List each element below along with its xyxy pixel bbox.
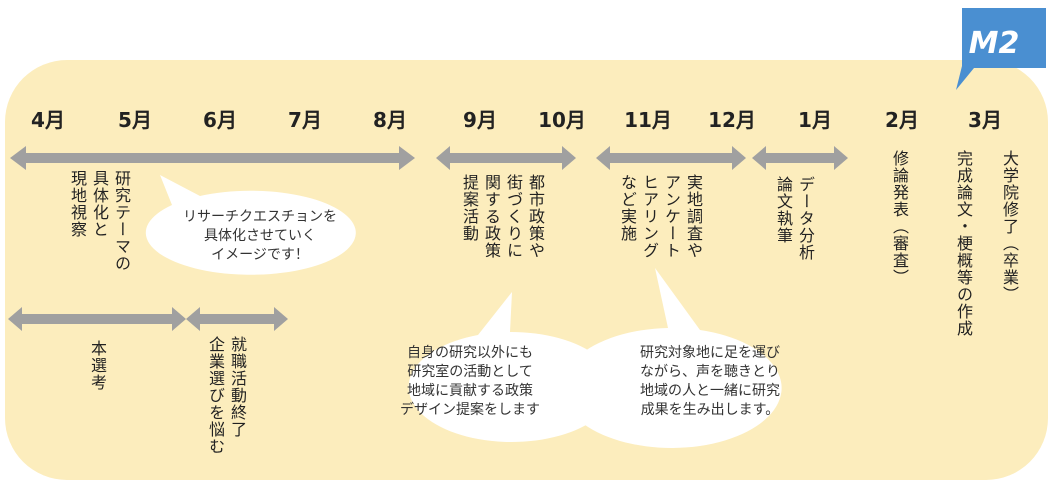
activity-line: 論文執筆 <box>774 176 793 244</box>
bubble-text-policy-proposal: 自身の研究以外にも 研究室の活動として 地域に貢献する政策 デザイン提案をします <box>365 344 575 420</box>
month-label: 1月 <box>798 108 832 132</box>
bubble-line: 地域の人と一緒に研究 <box>640 383 780 399</box>
activity-field-survey: 実地調査や アンケート ヒアリング など実施 <box>616 174 704 259</box>
activity-line: 就職活動終了 <box>228 336 247 438</box>
activity-research-theme: 研究テーマの 具体化と 現地視察 <box>66 170 132 272</box>
activity-job-hunting: 就職活動終了 企業選びを悩む <box>204 336 248 455</box>
activity-line: 実地調査や <box>684 174 703 259</box>
double-arrow <box>436 146 576 170</box>
month-label: 4月 <box>31 108 65 132</box>
bubble-line: 自身の研究以外にも <box>407 345 533 361</box>
month-label: 8月 <box>373 108 407 132</box>
month-label: 3月 <box>968 108 1002 132</box>
double-arrow <box>10 146 415 170</box>
activity-line: 修論発表（審査） <box>890 150 909 286</box>
activity-final-selection: 本選考 <box>86 340 108 391</box>
bubble-line: 成果を生み出します。 <box>640 402 780 418</box>
bubble-line: 研究対象地に足を運び <box>640 345 780 361</box>
month-label: 6月 <box>203 108 237 132</box>
speech-bubble-fieldwork <box>561 268 782 448</box>
month-label: 2月 <box>885 108 919 132</box>
activity-line: 企業選びを悩む <box>206 336 225 455</box>
activity-line: 本選考 <box>88 340 107 391</box>
activity-line: 研究テーマの <box>112 170 131 272</box>
activity-line: 大学院修了（卒業） <box>1000 150 1019 303</box>
month-label: 7月 <box>288 108 322 132</box>
bubble-line: 研究室の活動として <box>407 364 533 380</box>
activity-line: 現地視察 <box>68 170 87 238</box>
bubble-line: リサーチクエスチョンを <box>183 209 337 225</box>
speech-bubble-policy-proposal <box>408 292 615 442</box>
activity-thesis-defense: 修論発表（審査） <box>888 150 910 286</box>
bubble-line: ながら、声を聴きとり <box>640 364 780 380</box>
double-arrow <box>186 307 288 331</box>
activity-line: ヒアリング <box>640 174 659 259</box>
month-label: 9月 <box>463 108 497 132</box>
double-arrow <box>752 146 848 170</box>
month-label: 11月 <box>624 108 672 132</box>
activity-line: 都市政策や <box>526 174 545 259</box>
bubble-text-fieldwork: 研究対象地に足を運び ながら、声を聴きとり 地域の人と一緒に研究 成果を生み出し… <box>600 344 820 420</box>
activity-line: 提案活動 <box>460 174 479 242</box>
bubble-line: デザイン提案をします <box>400 402 540 418</box>
bubble-text-research-question: リサーチクエスチョンを 具体化させていく イメージです！ <box>150 208 370 265</box>
activity-graduation: 大学院修了（卒業） <box>998 150 1020 303</box>
m2-badge-label: M2 <box>968 26 1020 61</box>
speech-bubble-research-question <box>145 175 356 275</box>
m2-badge-shape <box>956 8 1046 90</box>
month-label: 12月 <box>708 108 756 132</box>
double-arrow <box>8 307 186 331</box>
activity-line: 関する政策 <box>482 174 501 259</box>
activity-analysis-writing: データ分析 論文執筆 <box>772 176 816 261</box>
activity-line: データ分析 <box>796 176 815 261</box>
month-label: 10月 <box>538 108 586 132</box>
activity-final-paper: 完成論文・梗概等の作成 <box>952 150 974 337</box>
double-arrow <box>596 146 746 170</box>
activity-line: 具体化と <box>90 170 109 238</box>
activity-line: アンケート <box>662 174 681 259</box>
bubble-line: 地域に貢献する政策 <box>407 383 533 399</box>
activity-line: など実施 <box>618 174 637 242</box>
bubble-line: イメージです！ <box>211 247 309 263</box>
activity-line: 完成論文・梗概等の作成 <box>954 150 973 337</box>
activity-line: 街づくりに <box>504 174 523 259</box>
m2-badge <box>956 8 1046 90</box>
bubble-line: 具体化させていく <box>204 228 316 244</box>
activity-policy-proposal: 都市政策や 街づくりに 関する政策 提案活動 <box>458 174 546 259</box>
month-label: 5月 <box>118 108 152 132</box>
